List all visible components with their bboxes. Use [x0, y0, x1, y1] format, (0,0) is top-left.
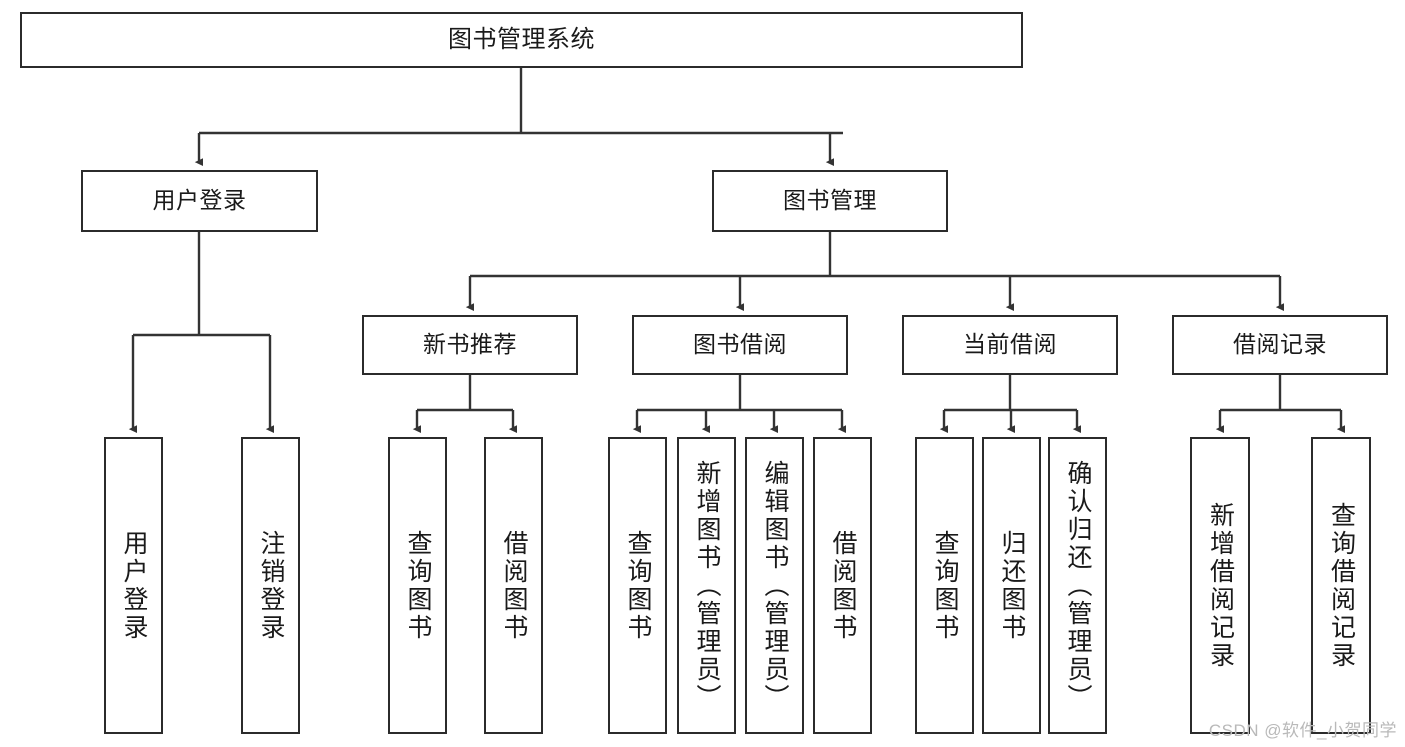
- node-label: 查询图书: [931, 529, 959, 642]
- node-label: 新书推荐: [423, 331, 517, 358]
- node-label: 确认归还（管理员）: [1064, 459, 1092, 712]
- node-label: 借阅图书: [829, 529, 857, 642]
- leaf-new-book-query-book[interactable]: 查询图书: [388, 437, 447, 734]
- leaf-user-login-logout[interactable]: 注销登录: [241, 437, 300, 734]
- node-label: 查询借阅记录: [1327, 501, 1356, 670]
- node-label: 查询图书: [624, 529, 652, 642]
- leaf-current-borrow-confirm-return-admin[interactable]: 确认归还（管理员）: [1048, 437, 1107, 734]
- node-label: 归还图书: [998, 529, 1026, 642]
- node-label: 新增借阅记录: [1206, 501, 1235, 670]
- node-label: 编辑图书（管理员）: [761, 459, 789, 712]
- leaf-book-borrow-edit-book-admin[interactable]: 编辑图书（管理员）: [745, 437, 804, 734]
- node-label: 借阅记录: [1233, 331, 1327, 358]
- node-label: 查询图书: [404, 529, 432, 642]
- node-label: 用户登录: [152, 187, 247, 214]
- node-book-borrow[interactable]: 图书借阅: [632, 315, 848, 375]
- leaf-current-borrow-return-book[interactable]: 归还图书: [982, 437, 1041, 734]
- leaf-borrow-record-query-record[interactable]: 查询借阅记录: [1311, 437, 1371, 734]
- node-book-management[interactable]: 图书管理: [712, 170, 948, 232]
- node-label: 用户登录: [120, 529, 148, 642]
- leaf-new-book-borrow-book[interactable]: 借阅图书: [484, 437, 543, 734]
- leaf-user-login-login[interactable]: 用户登录: [104, 437, 163, 734]
- node-label: 图书借阅: [693, 331, 787, 358]
- node-root-book-management-system[interactable]: 图书管理系统: [20, 12, 1023, 68]
- leaf-book-borrow-borrow-book[interactable]: 借阅图书: [813, 437, 872, 734]
- node-borrow-record[interactable]: 借阅记录: [1172, 315, 1388, 375]
- node-label: 注销登录: [257, 529, 285, 642]
- leaf-book-borrow-query-book[interactable]: 查询图书: [608, 437, 667, 734]
- node-new-book-recommend[interactable]: 新书推荐: [362, 315, 578, 375]
- node-user-login[interactable]: 用户登录: [81, 170, 318, 232]
- watermark: CSDN @软件_小贺同学: [1208, 721, 1397, 740]
- leaf-book-borrow-add-book-admin[interactable]: 新增图书（管理员）: [677, 437, 736, 734]
- leaf-current-borrow-query-book[interactable]: 查询图书: [915, 437, 974, 734]
- node-label: 当前借阅: [963, 331, 1057, 358]
- node-label: 图书管理: [783, 187, 877, 214]
- leaf-borrow-record-add-record[interactable]: 新增借阅记录: [1190, 437, 1250, 734]
- node-label: 图书管理系统: [448, 25, 595, 53]
- node-label: 新增图书（管理员）: [693, 459, 721, 712]
- node-label: 借阅图书: [500, 529, 528, 642]
- node-current-borrow[interactable]: 当前借阅: [902, 315, 1118, 375]
